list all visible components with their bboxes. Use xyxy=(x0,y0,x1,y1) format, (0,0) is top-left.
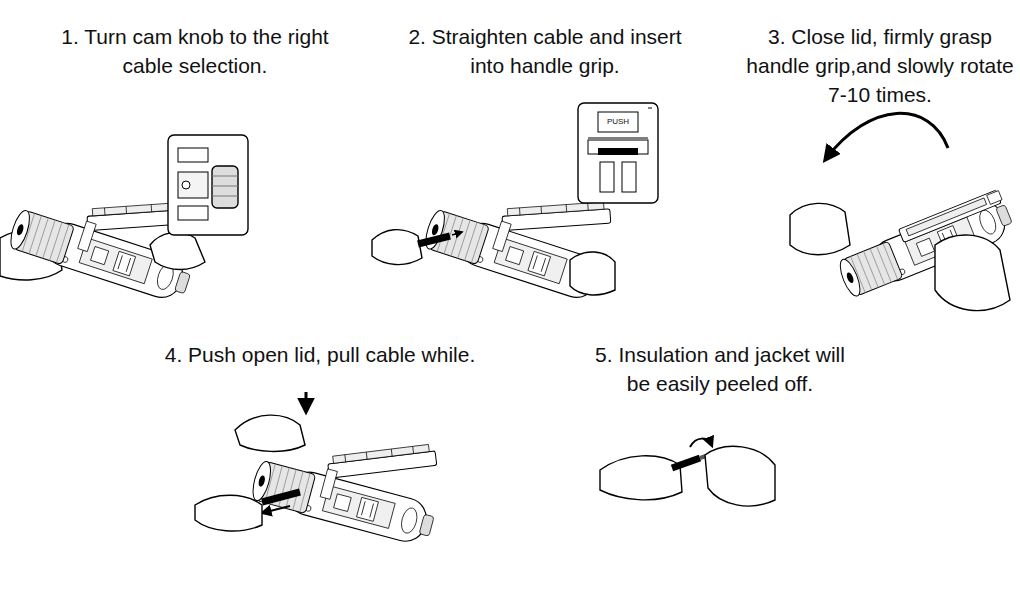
cable xyxy=(262,492,300,502)
hand xyxy=(150,232,205,269)
twist-arrow xyxy=(690,439,712,447)
panel-three xyxy=(790,113,1016,310)
pull-arrow xyxy=(262,506,290,513)
panel-four xyxy=(195,392,452,547)
step-caption: 2. Straighten cable and insert into hand… xyxy=(408,22,683,80)
step-caption: 1. Turn cam knob to the right cable sele… xyxy=(53,22,338,80)
cable xyxy=(418,236,450,244)
step-caption: 5. Insulation and jacket will be easily … xyxy=(583,340,858,398)
detail-inset xyxy=(578,103,658,203)
panel-one xyxy=(0,135,248,305)
inset-label: PUSH xyxy=(598,116,638,128)
hand xyxy=(600,456,682,500)
hand xyxy=(790,203,850,254)
detail-inset xyxy=(168,135,248,235)
hand xyxy=(235,415,305,451)
hand xyxy=(195,495,262,531)
panel-five xyxy=(600,439,775,506)
rotation-arrow xyxy=(825,113,948,160)
step-caption: 3. Close lid, firmly grasp handle grip,a… xyxy=(743,22,1018,109)
hand xyxy=(372,230,422,265)
press-arrow xyxy=(305,392,308,412)
panel-two xyxy=(372,103,658,305)
step-caption: 4. Push open lid, pull cable while. xyxy=(100,340,540,369)
hand xyxy=(570,252,615,295)
direction-arrow xyxy=(452,232,462,235)
cable xyxy=(672,458,700,468)
hand xyxy=(705,446,775,506)
hand xyxy=(935,235,1010,311)
